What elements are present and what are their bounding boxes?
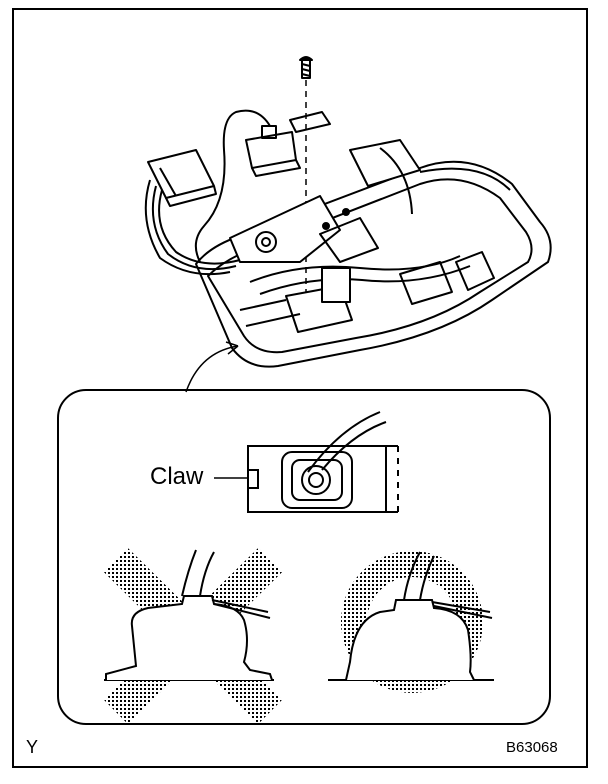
lamp-housing xyxy=(195,139,552,368)
figure-code: B63068 xyxy=(506,739,558,756)
mounting-bracket xyxy=(289,111,331,133)
detail-pointer xyxy=(185,345,239,393)
incorrect-example xyxy=(103,547,283,725)
corner-letter: Y xyxy=(26,737,39,757)
claw-label: Claw xyxy=(150,463,204,490)
claw-plate-detail xyxy=(214,411,399,513)
screw-icon xyxy=(299,56,313,300)
figure-frame xyxy=(12,8,588,768)
switch-block xyxy=(194,109,301,263)
wire-connector xyxy=(144,149,241,276)
correct-example xyxy=(328,551,494,693)
detail-callout-box xyxy=(57,389,551,725)
lamp-assembly-illustration xyxy=(144,56,552,393)
